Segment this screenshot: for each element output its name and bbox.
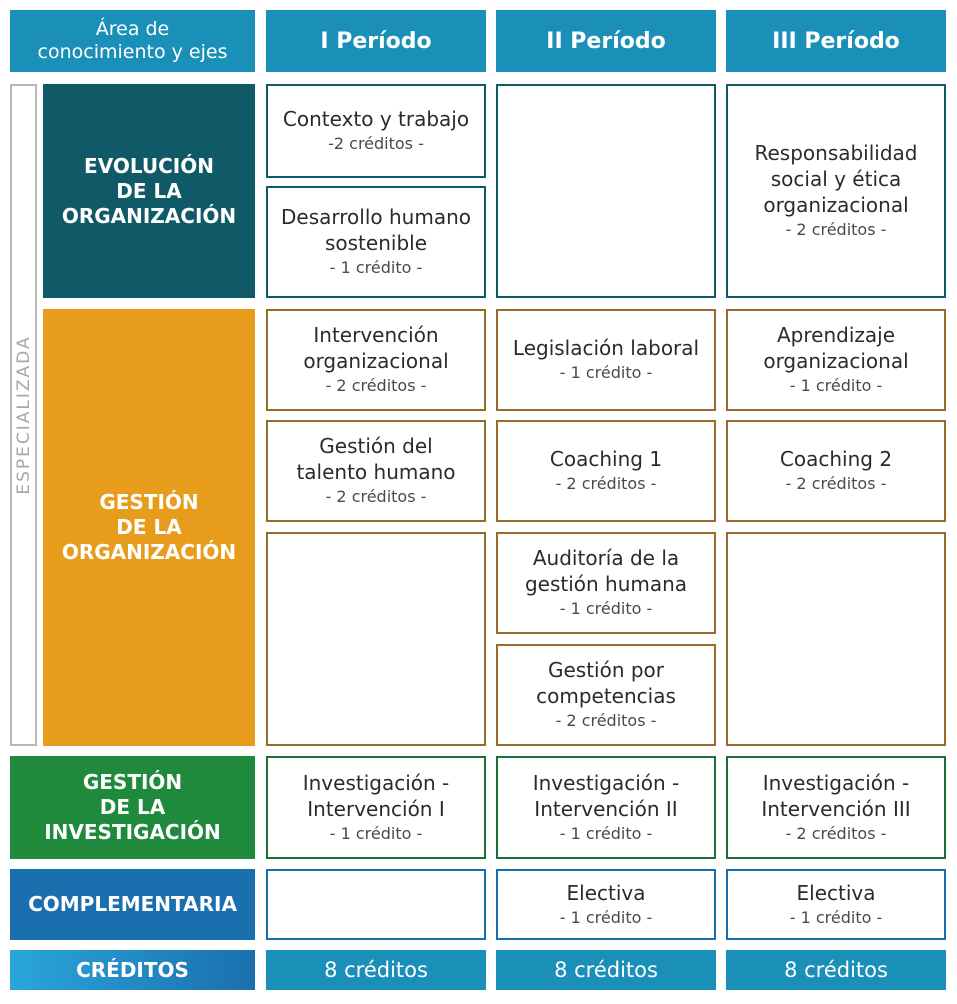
course-coaching-2: Coaching 2 - 2 créditos - xyxy=(726,420,946,522)
course-credits: - 1 crédito - xyxy=(559,363,653,382)
course-coaching-1: Coaching 1 - 2 créditos - xyxy=(496,420,716,522)
area-gestion-organizacion: GESTIÓN DE LA ORGANIZACIÓN xyxy=(43,309,255,746)
area-gestion-investigacion: GESTIÓN DE LA INVESTIGACIÓN xyxy=(10,756,255,859)
course-title-line3: organizacional xyxy=(763,193,909,217)
area-complementaria-label: COMPLEMENTARIA xyxy=(28,892,237,916)
course-title: Coaching 2 xyxy=(779,447,893,471)
area-complementaria: COMPLEMENTARIA xyxy=(10,869,255,940)
course-investigacion-intervencion-1: Investigación - Intervención I - 1 crédi… xyxy=(266,756,486,859)
area-evolucion-line1: EVOLUCIÓN xyxy=(84,153,214,178)
course-title-line2: gestión humana xyxy=(524,572,688,596)
course-title: Contexto y trabajo xyxy=(282,107,470,131)
course-intervencion-organizacional: Intervención organizacional - 2 créditos… xyxy=(266,309,486,411)
total-creditos-p1: 8 créditos xyxy=(266,950,486,990)
course-gestion-talento-humano: Gestión del talento humano - 2 créditos … xyxy=(266,420,486,522)
course-credits: - 1 crédito - xyxy=(559,907,653,927)
area-evolucion-line3: ORGANIZACIÓN xyxy=(61,203,237,228)
course-title-line2: Intervención I xyxy=(307,796,445,821)
course-title-line2: Intervención III xyxy=(761,796,911,821)
course-credits: - 2 créditos - xyxy=(555,711,657,730)
course-title: Legislación laboral xyxy=(512,336,700,360)
total-creditos-p2: 8 créditos xyxy=(496,950,716,990)
course-legislacion-laboral: Legislación laboral - 1 crédito - xyxy=(496,309,716,411)
course-contexto-y-trabajo: Contexto y trabajo -2 créditos - xyxy=(266,84,486,178)
area-evolucion: EVOLUCIÓN DE LA ORGANIZACIÓN xyxy=(43,84,255,298)
course-title: Electiva xyxy=(796,880,876,905)
course-responsabilidad-social: Responsabilidad social y ética organizac… xyxy=(726,84,946,298)
course-title-line1: Investigación - xyxy=(302,770,450,795)
course-credits: - 2 créditos - xyxy=(325,376,427,395)
course-title-line2: organizacional xyxy=(763,349,909,373)
course-electiva-p3: Electiva - 1 crédito - xyxy=(726,869,946,940)
course-title-line1: Aprendizaje xyxy=(776,323,895,347)
course-title-line2: competencias xyxy=(536,684,676,708)
course-credits: - 1 crédito - xyxy=(559,823,653,843)
header-area-title: Área de conocimiento y ejes xyxy=(10,10,255,72)
creditos-label: CRÉDITOS xyxy=(10,950,255,990)
course-title-line1: Investigación - xyxy=(762,770,910,795)
course-credits: - 2 créditos - xyxy=(325,487,427,506)
empty-cell-gestion-p3 xyxy=(726,532,946,746)
course-credits: - 1 crédito - xyxy=(329,823,423,843)
area-gestion-inv-line2: DE LA xyxy=(99,795,166,819)
header-period-1: I Período xyxy=(266,10,486,72)
especializada-bar: ESPECIALIZADA xyxy=(10,84,37,746)
course-title-line2: talento humano xyxy=(296,460,456,484)
course-credits: - 2 créditos - xyxy=(785,823,887,843)
header-area-line2: conocimiento y ejes xyxy=(37,41,228,63)
course-credits: - 1 crédito - xyxy=(559,599,653,618)
area-gestion-org-line2: DE LA xyxy=(116,515,182,539)
course-title-line2: social y ética xyxy=(770,167,902,191)
course-title-line2: sostenible xyxy=(324,231,427,255)
course-title-line2: organizacional xyxy=(303,349,449,373)
course-title-line1: Intervención xyxy=(313,323,439,347)
course-investigacion-intervencion-2: Investigación - Intervención II - 1 créd… xyxy=(496,756,716,859)
course-title: Coaching 1 xyxy=(549,447,663,471)
course-title-line1: Investigación - xyxy=(532,770,680,795)
header-period-3: III Período xyxy=(726,10,946,72)
course-desarrollo-humano: Desarrollo humano sostenible - 1 crédito… xyxy=(266,186,486,298)
area-evolucion-line2: DE LA xyxy=(116,178,182,203)
empty-cell-evolucion-p2 xyxy=(496,84,716,298)
area-gestion-org-line3: ORGANIZACIÓN xyxy=(61,540,237,564)
course-title-line1: Responsabilidad xyxy=(754,141,918,165)
course-credits: - 2 créditos - xyxy=(555,474,657,493)
empty-cell-complementaria-p1 xyxy=(266,869,486,940)
course-credits: - 1 crédito - xyxy=(789,376,883,395)
course-credits: -2 créditos - xyxy=(328,134,424,153)
course-investigacion-intervencion-3: Investigación - Intervención III - 2 cré… xyxy=(726,756,946,859)
course-auditoria-gestion-humana: Auditoría de la gestión humana - 1 crédi… xyxy=(496,532,716,634)
area-gestion-org-line1: GESTIÓN xyxy=(99,490,199,514)
especializada-label: ESPECIALIZADA xyxy=(13,335,34,495)
course-title-line1: Auditoría de la xyxy=(532,546,680,570)
course-aprendizaje-organizacional: Aprendizaje organizacional - 1 crédito - xyxy=(726,309,946,411)
area-gestion-inv-line1: GESTIÓN xyxy=(82,770,183,794)
course-electiva-p2: Electiva - 1 crédito - xyxy=(496,869,716,940)
course-credits: - 1 crédito - xyxy=(789,907,883,927)
course-title-line2: Intervención II xyxy=(534,796,678,821)
course-title-line1: Gestión del xyxy=(319,434,433,458)
course-title-line1: Desarrollo humano xyxy=(281,205,471,229)
header-area-line1: Área de xyxy=(95,18,170,40)
course-title: Electiva xyxy=(566,880,646,905)
area-gestion-inv-line3: INVESTIGACIÓN xyxy=(44,820,221,844)
course-credits: - 2 créditos - xyxy=(785,474,887,493)
course-credits: - 1 crédito - xyxy=(329,258,423,277)
course-gestion-por-competencias: Gestión por competencias - 2 créditos - xyxy=(496,644,716,746)
course-title-line1: Gestión por xyxy=(547,658,665,682)
empty-cell-gestion-p1 xyxy=(266,532,486,746)
total-creditos-p3: 8 créditos xyxy=(726,950,946,990)
course-credits: - 2 créditos - xyxy=(785,220,887,239)
header-period-2: II Período xyxy=(496,10,716,72)
